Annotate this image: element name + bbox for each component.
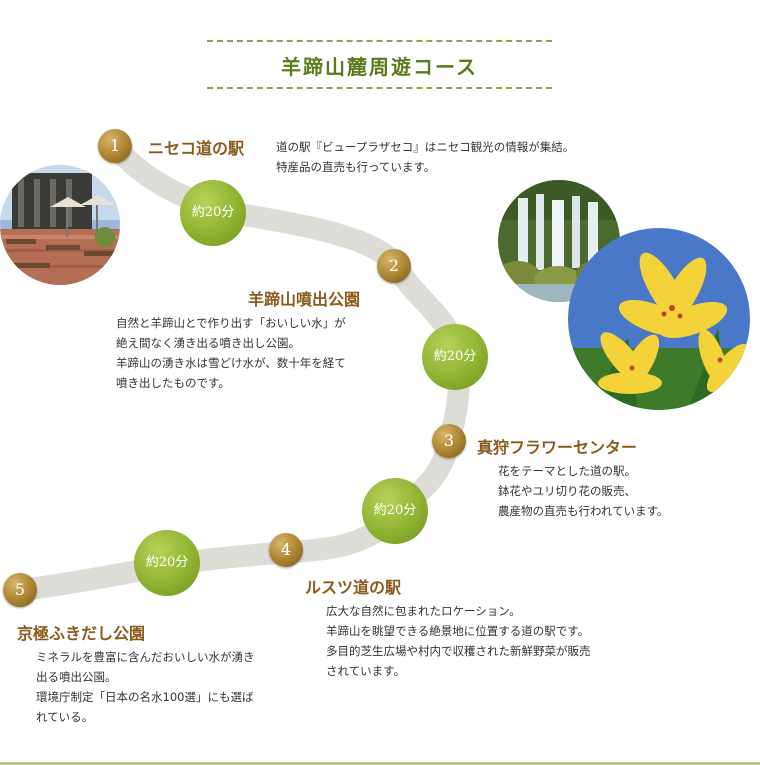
travel-time-3: 約20分 (362, 478, 428, 544)
stop-number-4: 4 (269, 533, 303, 567)
stop-1-desc-line-1: 道の駅『ビュープラザセコ』はニセコ観光の情報が集結。 (276, 140, 575, 154)
stop-5-desc-line-4: れている。 (36, 710, 94, 724)
travel-time-2: 約20分 (422, 324, 488, 390)
stop-number-2: 2 (377, 249, 411, 283)
stop-2-desc-line-3: 羊蹄山の湧き水は雪どけ水が、数十年を経て (116, 356, 346, 370)
stop-number-3: 3 (432, 424, 466, 458)
photo-lily-flowers (568, 228, 750, 410)
stop-3-desc-line-3: 農産物の直売も行われています。 (498, 504, 669, 518)
stop-name-1: ニセコ道の駅 (148, 139, 245, 158)
photo-spring-water-image (498, 180, 620, 302)
stop-2-desc-line-4: 噴き出したものです。 (116, 376, 230, 390)
stop-3-desc-line-1: 花をテーマとした道の駅。 (498, 464, 636, 478)
stop-number-1: 1 (98, 129, 132, 163)
stop-5-desc-line-1: ミネラルを豊富に含んだおいしい水が湧き (36, 650, 255, 664)
stop-4-desc-line-3: 多目的芝生広場や村内で収穫された新鮮野菜が販売 (326, 644, 591, 658)
stop-2-desc-line-1: 自然と羊蹄山とで作り出す「おいしい水」が (116, 316, 346, 330)
bottom-divider (0, 762, 760, 765)
photo-spring-water (498, 180, 620, 302)
title-block: 羊蹄山麓周遊コース (207, 40, 552, 92)
stop-description-1: 道の駅『ビュープラザセコ』はニセコ観光の情報が集結。 特産品の直売も行っています… (276, 137, 574, 177)
stop-name-5: 京極ふきだし公園 (17, 624, 146, 643)
stop-4-desc-line-4: されています。 (326, 664, 406, 678)
photo-road-station (0, 165, 120, 285)
stop-description-2: 自然と羊蹄山とで作り出す「おいしい水」が 絶え間なく湧き出る噴き出し公園。 羊蹄… (116, 313, 346, 393)
photo-lily-flowers-image (568, 228, 750, 410)
stop-description-4: 広大な自然に包まれたロケーション。 羊蹄山を眺望できる絶景地に位置する道の駅です… (326, 601, 591, 681)
stop-name-3: 真狩フラワーセンター (477, 438, 638, 457)
page-title: 羊蹄山麓周遊コース (281, 55, 478, 79)
stop-5-desc-line-2: 出る噴出公園。 (36, 670, 117, 684)
photo-road-station-image (0, 165, 120, 285)
stop-description-3: 花をテーマとした道の駅。 鉢花やユリ切り花の販売、 農産物の直売も行われています… (498, 461, 668, 521)
stop-5-desc-line-3: 環境庁制定「日本の名水100選」にも選ば (36, 690, 254, 704)
stop-3-desc-line-2: 鉢花やユリ切り花の販売、 (498, 484, 636, 498)
stop-description-5: ミネラルを豊富に含んだおいしい水が湧き 出る噴出公園。 環境庁制定「日本の名水1… (36, 647, 255, 727)
title-rule-bottom (207, 87, 552, 89)
travel-time-4: 約20分 (134, 530, 200, 596)
stop-4-desc-line-2: 羊蹄山を眺望できる絶景地に位置する道の駅です。 (326, 624, 590, 638)
stop-name-4: ルスツ道の駅 (305, 578, 402, 597)
stop-name-2: 羊蹄山噴出公園 (248, 290, 361, 309)
stop-4-desc-line-1: 広大な自然に包まれたロケーション。 (326, 604, 521, 618)
travel-time-1: 約20分 (180, 180, 246, 246)
title-rule-top (207, 40, 552, 42)
stop-1-desc-line-2: 特産品の直売も行っています。 (276, 160, 436, 174)
stop-number-5: 5 (3, 573, 37, 607)
stop-2-desc-line-2: 絶え間なく湧き出る噴き出し公園。 (116, 336, 300, 350)
